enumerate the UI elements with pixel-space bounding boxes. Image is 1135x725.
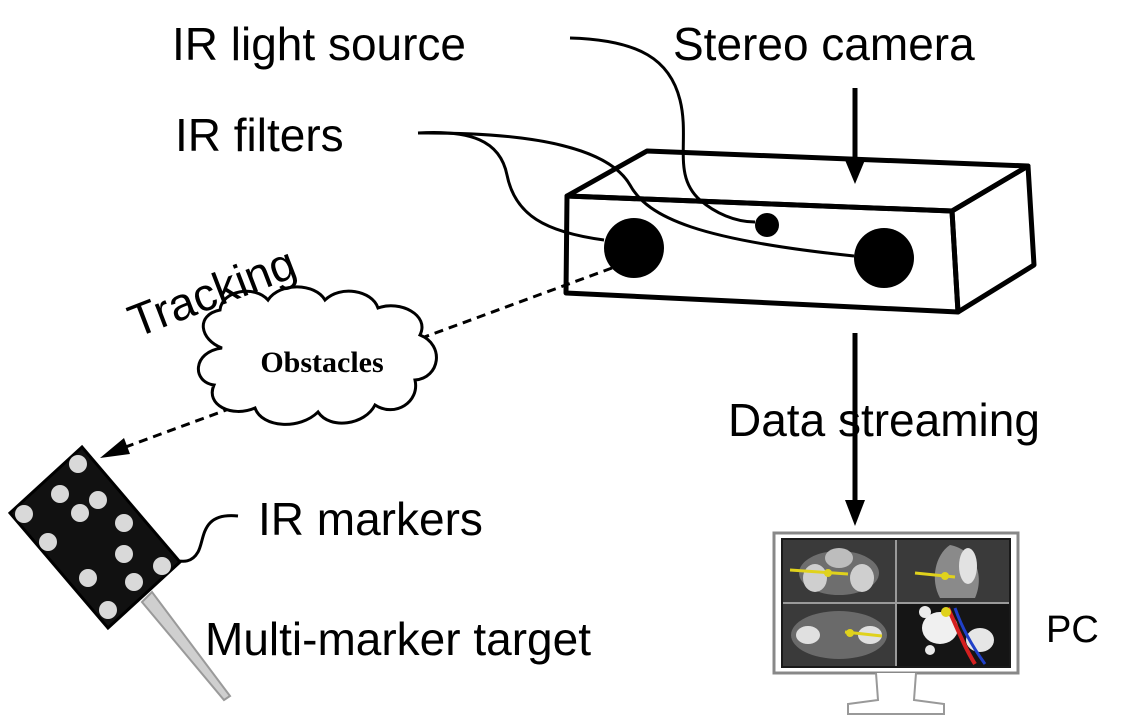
multi-marker-target-icon [7, 444, 232, 702]
stereo-camera-arrow [845, 88, 865, 184]
obstacles-cloud-icon: Obstacles [197, 285, 438, 426]
ct-scan-coronal [783, 540, 895, 602]
pc-monitor-icon [772, 531, 1020, 715]
stereo-camera-icon [563, 148, 1037, 315]
ct-scan-3d-render [897, 604, 1009, 666]
ir-light-source-label: IR light source [172, 18, 466, 70]
ct-scan-axial [783, 604, 895, 666]
right-lens-icon [854, 228, 914, 288]
multi-marker-target-label: Multi-marker target [205, 613, 591, 665]
ir-light-source-icon [755, 213, 779, 237]
obstacles-label: Obstacles [260, 346, 383, 379]
ir-filters-label: IR filters [175, 109, 344, 161]
data-streaming-arrow [845, 333, 865, 526]
stereo-camera-label: Stereo camera [673, 18, 975, 70]
leader-lines [169, 36, 855, 563]
left-lens-icon [604, 218, 664, 278]
ir-markers-label: IR markers [258, 493, 483, 545]
tracking-dashed-line [100, 266, 613, 458]
data-streaming-label: Data streaming [728, 394, 1040, 446]
monitor-stand [847, 672, 945, 715]
ct-scan-sagittal [897, 540, 1009, 602]
pc-label: PC [1046, 609, 1099, 651]
